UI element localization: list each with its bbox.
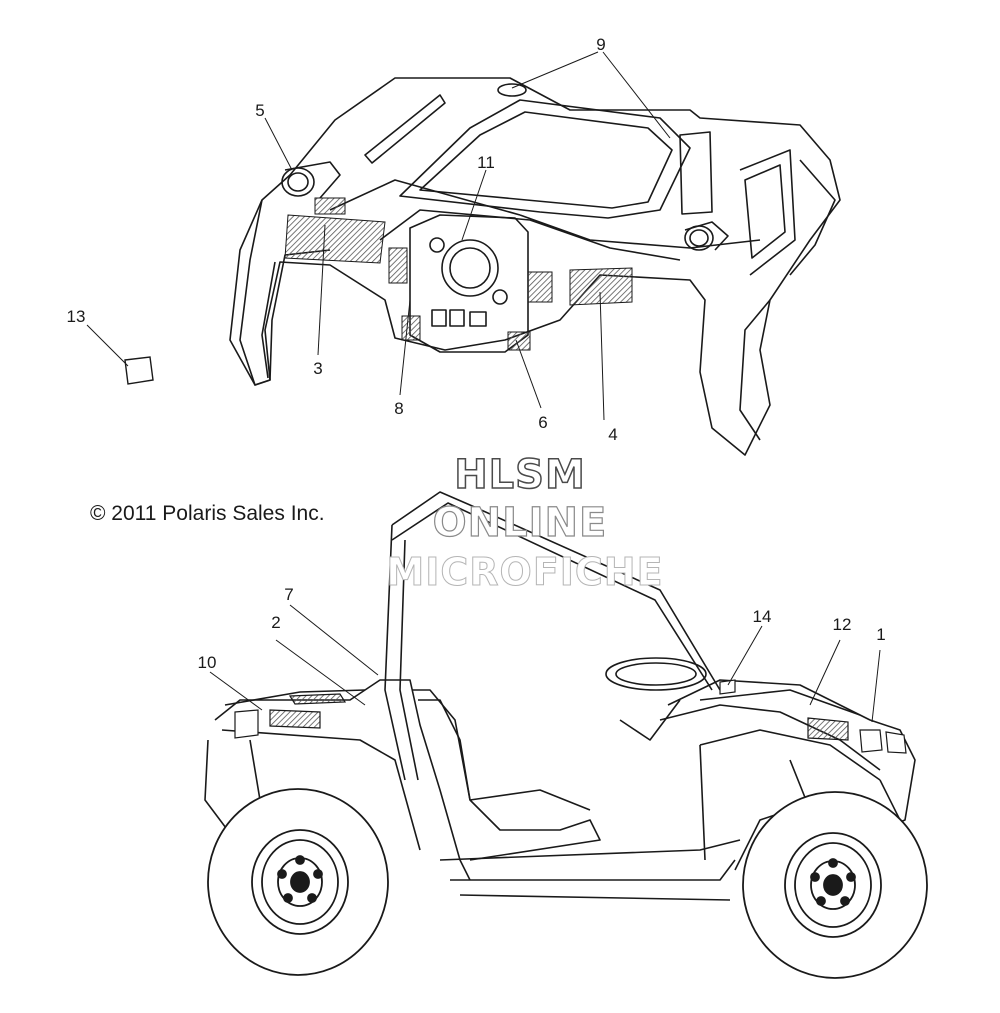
callout-numbers: 9 5 11 13 3 8 6 4 7 2 10 14 12 1 [67,35,886,672]
callout-1: 1 [876,625,885,644]
watermark-line-1: HLSM [453,451,586,499]
callout-9: 9 [596,35,605,54]
leader-lines-top [86,51,671,421]
callout-8: 8 [394,399,403,418]
callout-13: 13 [67,307,86,326]
callout-10: 10 [198,653,217,672]
copyright-notice: © 2011 Polaris Sales Inc. [90,502,325,525]
watermark-line-3: MICROFICHE [386,550,664,595]
decal-areas-top [284,197,633,351]
vehicle-side-view [204,491,916,901]
callout-11: 11 [477,153,495,172]
callout-6: 6 [538,413,547,432]
front-wheel [742,791,928,979]
callout-7: 7 [284,585,293,604]
vehicle-decals [234,679,907,754]
callout-4: 4 [608,425,617,444]
leader-lines-bottom [209,604,881,723]
dash-hood-assembly [229,77,841,456]
callout-3: 3 [313,359,322,378]
decal-13-shape [124,356,154,385]
callout-14: 14 [753,607,772,626]
callout-2: 2 [271,613,280,632]
callout-12: 12 [833,615,852,634]
callout-5: 5 [255,101,264,120]
rear-wheel [207,788,389,976]
watermark-line-2: ONLINE [432,499,608,546]
